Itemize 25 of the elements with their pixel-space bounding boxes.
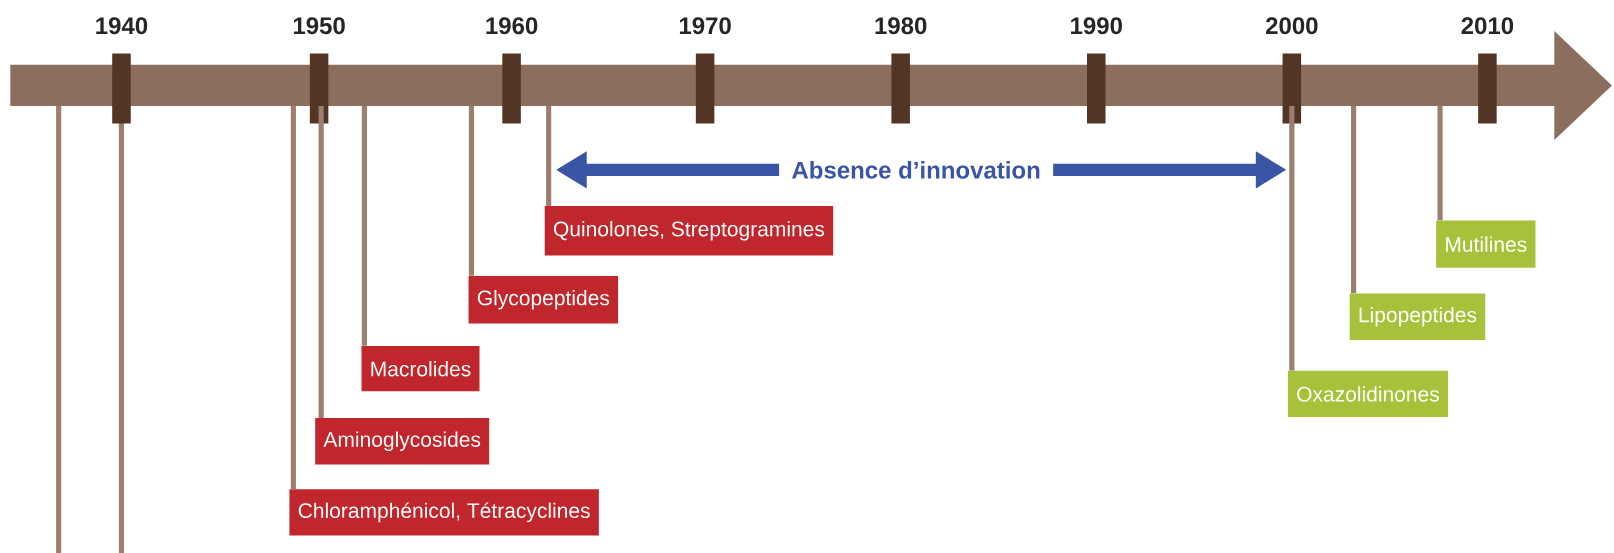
leader-line [318,106,324,418]
year-label: 1980 [875,17,927,35]
label-box: Lipopeptides [1349,293,1486,340]
year-label: 1990 [1071,17,1122,35]
leader-line [468,106,475,276]
label-box: Mutilines [1436,220,1536,268]
year-label: 1960 [486,17,538,35]
leader-line [1437,106,1443,221]
year-label: 1940 [96,17,148,35]
label-box: Macrolides [361,346,480,392]
year-label: 1970 [679,17,731,35]
leader-line [361,106,367,346]
leader-line [1289,106,1295,371]
label-box: Glycopeptides [468,276,619,324]
label-box: Quinolones, Streptogramines [544,206,834,256]
leader-line [1351,106,1357,294]
label-box: Oxazolidinones [1287,370,1448,418]
year-label: 2010 [1461,17,1514,35]
year-label: 1950 [293,17,345,35]
span-label: Absence d’innovation [779,157,1054,182]
leader-line [546,106,552,206]
label-box: Aminoglycosides [315,418,490,465]
label-box: Chloramphénicol, Tétracyclines [289,489,599,536]
year-label: 2000 [1265,17,1318,35]
leader-line [290,106,296,489]
